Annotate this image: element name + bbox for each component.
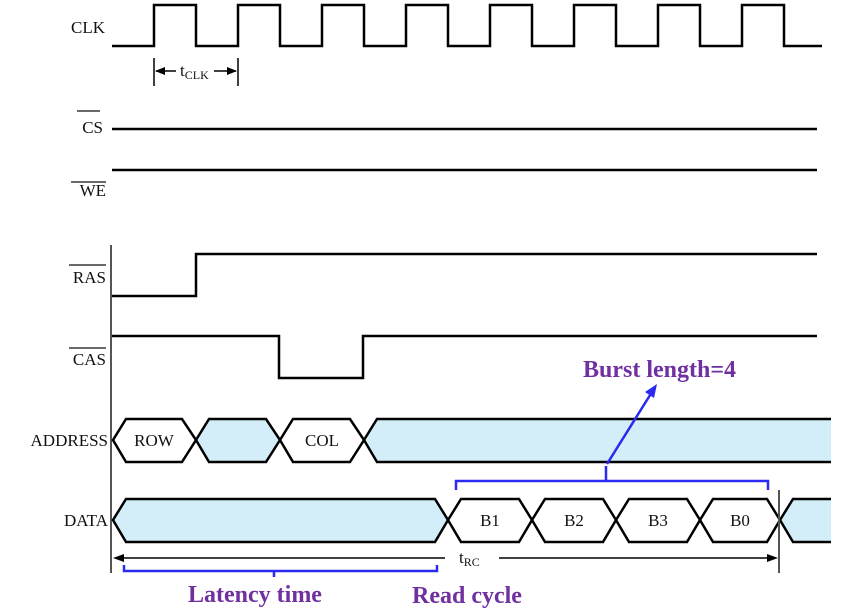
tclk-label: tCLK — [180, 61, 209, 82]
tclk-marker: tCLK — [153, 58, 239, 86]
data-b2-label: B2 — [564, 511, 584, 530]
address-segment-dontcare — [364, 419, 831, 462]
svg-text:CAS: CAS — [73, 350, 106, 369]
signal-label-we: WE — [71, 181, 106, 200]
data-b1-label: B1 — [480, 511, 500, 530]
address-segment-row — [111, 417, 198, 464]
signal-label-ras: RAS — [69, 264, 106, 287]
data-b0-label: B0 — [730, 511, 750, 530]
address-segment-dontcare — [194, 417, 282, 464]
data-bus: B1 B2 B3 B0 — [111, 497, 831, 544]
svg-text:WE: WE — [80, 181, 106, 200]
signal-label-cs: CS — [77, 110, 103, 137]
clk-waveform — [112, 3, 822, 48]
burst-bracket — [454, 479, 770, 490]
address-col-label: COL — [305, 431, 339, 450]
burst-length-annotation: Burst length=4 — [583, 357, 736, 383]
latency-time-annotation: Latency time — [188, 582, 322, 608]
signal-label-data: DATA — [64, 511, 109, 530]
cas-waveform — [112, 334, 817, 380]
trc-marker: tRC — [113, 548, 778, 569]
signal-label-cas: CAS — [69, 347, 106, 369]
address-segment-col — [278, 417, 366, 464]
trc-label: tRC — [459, 548, 480, 569]
address-bus: ROW COL — [111, 417, 831, 464]
svg-text:CS: CS — [82, 118, 103, 137]
ras-waveform — [112, 252, 817, 298]
burst-pointer-arrowhead — [645, 384, 657, 398]
svg-text:RAS: RAS — [73, 268, 106, 287]
address-row-label: ROW — [134, 431, 175, 450]
burst-pointer-line — [605, 391, 654, 465]
data-b3-label: B3 — [648, 511, 668, 530]
signal-label-clk: CLK — [71, 18, 106, 37]
read-cycle-annotation: Read cycle — [412, 583, 522, 609]
data-segment-dontcare — [111, 497, 450, 544]
latency-bracket — [122, 565, 439, 573]
signal-label-address: ADDRESS — [31, 431, 108, 450]
data-segment-dontcare — [780, 499, 831, 542]
